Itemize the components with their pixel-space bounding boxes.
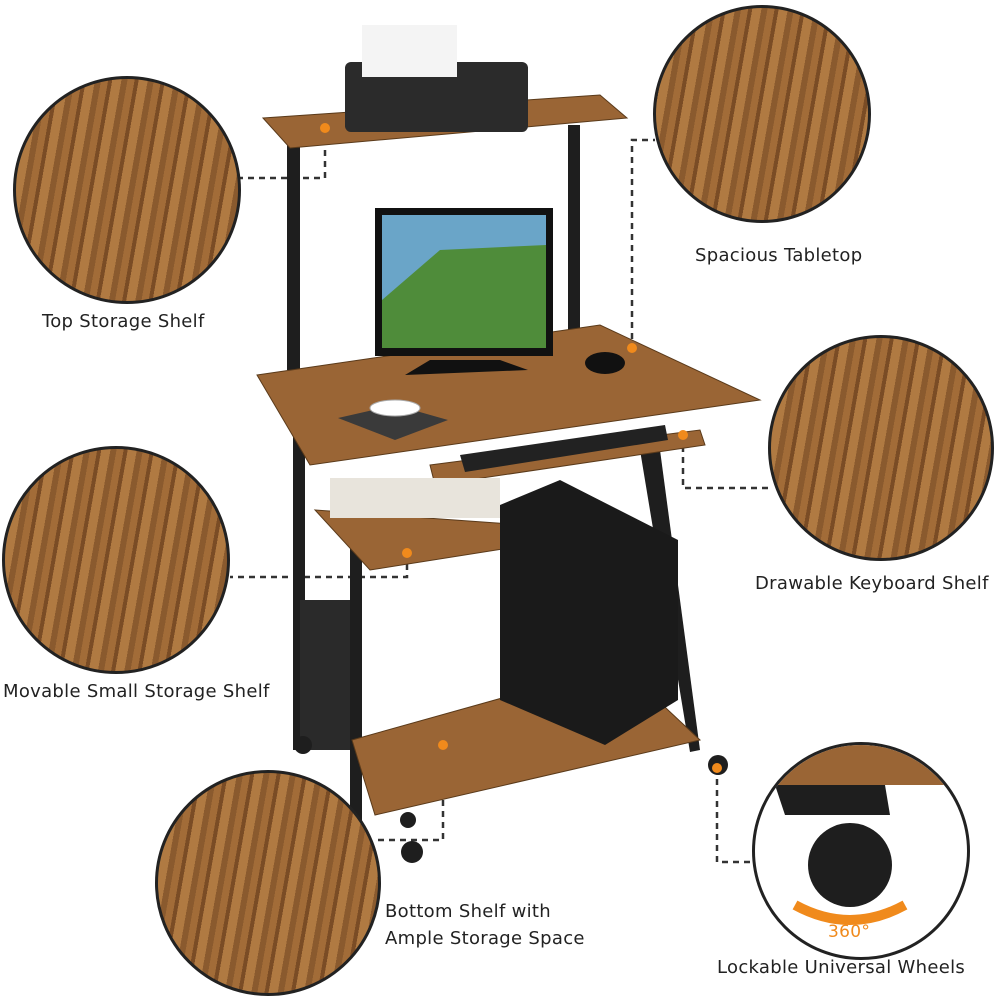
detail-tabletop (653, 5, 871, 223)
rotation-arrow-icon (792, 900, 908, 925)
wheel-icon (808, 823, 892, 907)
label-keyboard-shelf: Drawable Keyboard Shelf (755, 573, 989, 594)
label-top-storage-shelf: Top Storage Shelf (42, 311, 205, 332)
mouse (585, 352, 625, 374)
detail-wheels (752, 742, 970, 960)
label-bottom-shelf-line1: Bottom Shelf with (385, 901, 552, 922)
detail-small-storage-shelf (2, 446, 230, 674)
detail-bottom-shelf (155, 770, 381, 996)
label-bottom-shelf-line2: Ample Storage Space (385, 928, 585, 949)
label-wheels: Lockable Universal Wheels (717, 957, 966, 978)
keyboard (460, 425, 668, 472)
label-360: 360° (828, 922, 871, 942)
printer (345, 62, 528, 132)
label-small-storage-shelf: Movable Small Storage Shelf (3, 681, 270, 702)
label-spacious-tabletop: Spacious Tabletop (695, 245, 863, 266)
small-shelf (313, 509, 529, 571)
detail-top-storage-shelf (13, 76, 241, 304)
pc-tower (500, 480, 678, 745)
detail-keyboard-shelf (768, 335, 994, 561)
marker-dots (320, 123, 722, 773)
